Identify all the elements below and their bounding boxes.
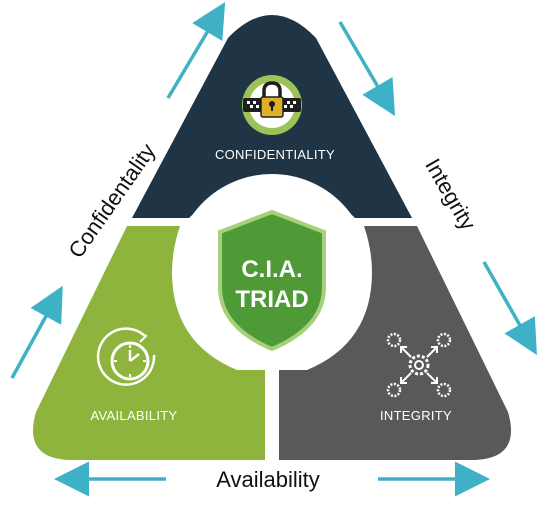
segment-integrity — [279, 226, 512, 460]
clock-icon — [96, 327, 156, 386]
shield-title-line1: C.I.A. — [241, 256, 302, 283]
arrow-top-left — [166, 1, 226, 99]
segment-label-availability: AVAILABILITY — [91, 408, 178, 423]
arrow-top-right — [338, 21, 396, 117]
arrow-right — [482, 261, 537, 356]
flow-arrows — [10, 1, 537, 497]
shield-title-line2: TRIAD — [235, 286, 308, 313]
segment-availability — [32, 226, 265, 460]
padlock-icon — [242, 75, 302, 135]
segment-label-confidentiality: CONFIDENTIALITY — [215, 147, 335, 162]
gears-icon — [386, 332, 452, 398]
side-label-integrity: Integrity — [420, 154, 481, 234]
arrow-left — [10, 285, 63, 379]
segment-label-integrity: INTEGRITY — [380, 408, 452, 423]
side-label-availability: Availability — [216, 467, 320, 492]
cia-shield: C.I.A. TRIAD — [218, 209, 326, 352]
